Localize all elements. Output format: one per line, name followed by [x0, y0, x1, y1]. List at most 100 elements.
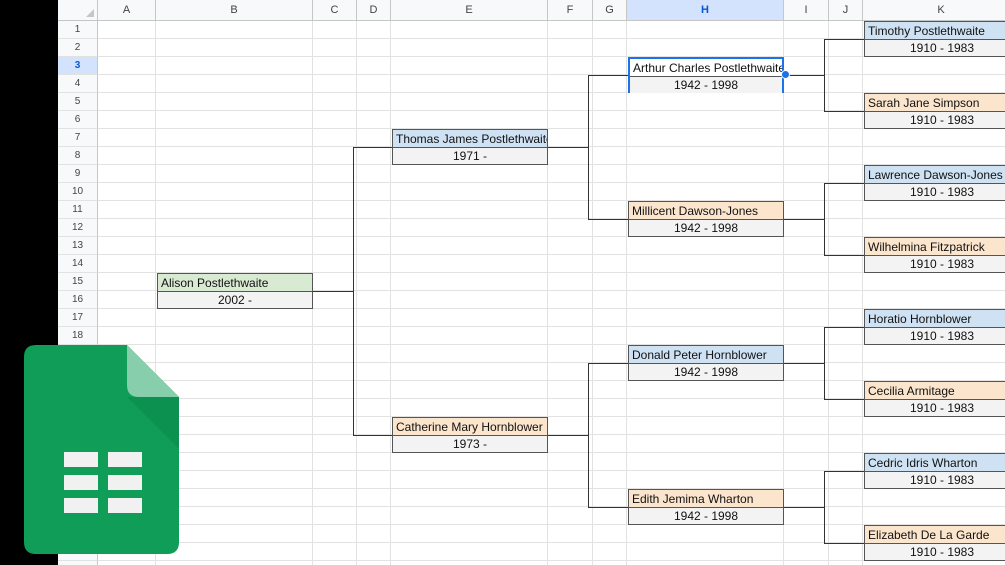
person-dates: 2002 - — [158, 292, 312, 308]
column-header-j[interactable]: J — [829, 0, 863, 21]
connector-line — [824, 39, 864, 40]
gridline-horizontal — [98, 110, 1005, 111]
column-header-i[interactable]: I — [784, 0, 829, 21]
row-header-4[interactable]: 4 — [58, 75, 98, 93]
column-header-g[interactable]: G — [593, 0, 627, 21]
gridline-horizontal — [98, 488, 1005, 489]
connector-line — [824, 471, 825, 544]
connector-line — [824, 327, 864, 328]
column-header-b[interactable]: B — [156, 0, 313, 21]
connector-line — [824, 327, 825, 400]
column-header-f[interactable]: F — [548, 0, 593, 21]
gridline-horizontal — [98, 308, 1005, 309]
gridline-horizontal — [98, 452, 1005, 453]
row-header-8[interactable]: 8 — [58, 147, 98, 165]
row-header-16[interactable]: 16 — [58, 291, 98, 309]
row-header-13[interactable]: 13 — [58, 237, 98, 255]
row-header-18[interactable]: 18 — [58, 327, 98, 345]
column-header-k[interactable]: K — [863, 0, 1005, 21]
row-header-1[interactable]: 1 — [58, 21, 98, 39]
person-dates: 1910 - 1983 — [865, 112, 1005, 128]
gridline-horizontal — [98, 92, 1005, 93]
gridline-horizontal — [98, 344, 1005, 345]
gridline-vertical — [828, 21, 829, 565]
gridline-horizontal — [98, 146, 1005, 147]
row-header-5[interactable]: 5 — [58, 93, 98, 111]
gridline-horizontal — [98, 362, 1005, 363]
gridline-horizontal — [98, 236, 1005, 237]
connector-line — [824, 183, 825, 256]
connector-line — [353, 147, 392, 148]
gridline-horizontal — [98, 182, 1005, 183]
row-header-15[interactable]: 15 — [58, 273, 98, 291]
cell-fill-handle[interactable] — [781, 70, 790, 79]
person-dates: 1910 - 1983 — [865, 328, 1005, 344]
gridline-horizontal — [98, 506, 1005, 507]
gridline-vertical — [862, 21, 863, 565]
person-name: Millicent Dawson-Jones — [629, 202, 783, 220]
connector-line — [824, 39, 825, 112]
connector-line — [824, 111, 864, 112]
column-header-a[interactable]: A — [98, 0, 156, 21]
gridline-vertical — [592, 21, 593, 565]
row-header-10[interactable]: 10 — [58, 183, 98, 201]
column-header-e[interactable]: E — [391, 0, 548, 21]
row-header-2[interactable]: 2 — [58, 39, 98, 57]
connector-line — [353, 435, 392, 436]
person-dates: 1910 - 1983 — [865, 40, 1005, 56]
gridline-horizontal — [98, 326, 1005, 327]
connector-line — [824, 255, 864, 256]
select-all-corner[interactable] — [58, 0, 98, 21]
connector-line — [824, 471, 864, 472]
person-name: Catherine Mary Hornblower — [393, 418, 547, 436]
person-dates: 1910 - 1983 — [865, 184, 1005, 200]
person-dates: 1910 - 1983 — [865, 544, 1005, 560]
person-dates: 1973 - — [393, 436, 547, 452]
column-header-h[interactable]: H — [627, 0, 784, 21]
connector-line — [588, 363, 628, 364]
row-header-9[interactable]: 9 — [58, 165, 98, 183]
person-dates: 1942 - 1998 — [629, 220, 783, 236]
person-dates: 1942 - 1998 — [629, 508, 783, 524]
gridline-horizontal — [98, 434, 1005, 435]
connector-line — [588, 75, 628, 76]
row-header-11[interactable]: 11 — [58, 201, 98, 219]
gridline-vertical — [783, 21, 784, 565]
column-header-c[interactable]: C — [313, 0, 357, 21]
row-header-3[interactable]: 3 — [58, 57, 98, 75]
row-header-12[interactable]: 12 — [58, 219, 98, 237]
row-header-17[interactable]: 17 — [58, 309, 98, 327]
person-name: Sarah Jane Simpson — [865, 94, 1005, 112]
gridline-horizontal — [98, 272, 1005, 273]
person-name: Wilhelmina Fitzpatrick — [865, 238, 1005, 256]
row-header-7[interactable]: 7 — [58, 129, 98, 147]
person-name: Cedric Idris Wharton — [865, 454, 1005, 472]
person-name: Horatio Hornblower — [865, 310, 1005, 328]
person-name: Timothy Postlethwaite — [865, 22, 1005, 40]
person-name: Lawrence Dawson-Jones — [865, 166, 1005, 184]
row-header-6[interactable]: 6 — [58, 111, 98, 129]
column-header-d[interactable]: D — [357, 0, 391, 21]
gridline-horizontal — [98, 560, 1005, 561]
connector-line — [784, 507, 824, 508]
person-dates: 1910 - 1983 — [865, 472, 1005, 488]
connector-line — [353, 147, 354, 436]
gridline-vertical — [626, 21, 627, 565]
row-header-14[interactable]: 14 — [58, 255, 98, 273]
